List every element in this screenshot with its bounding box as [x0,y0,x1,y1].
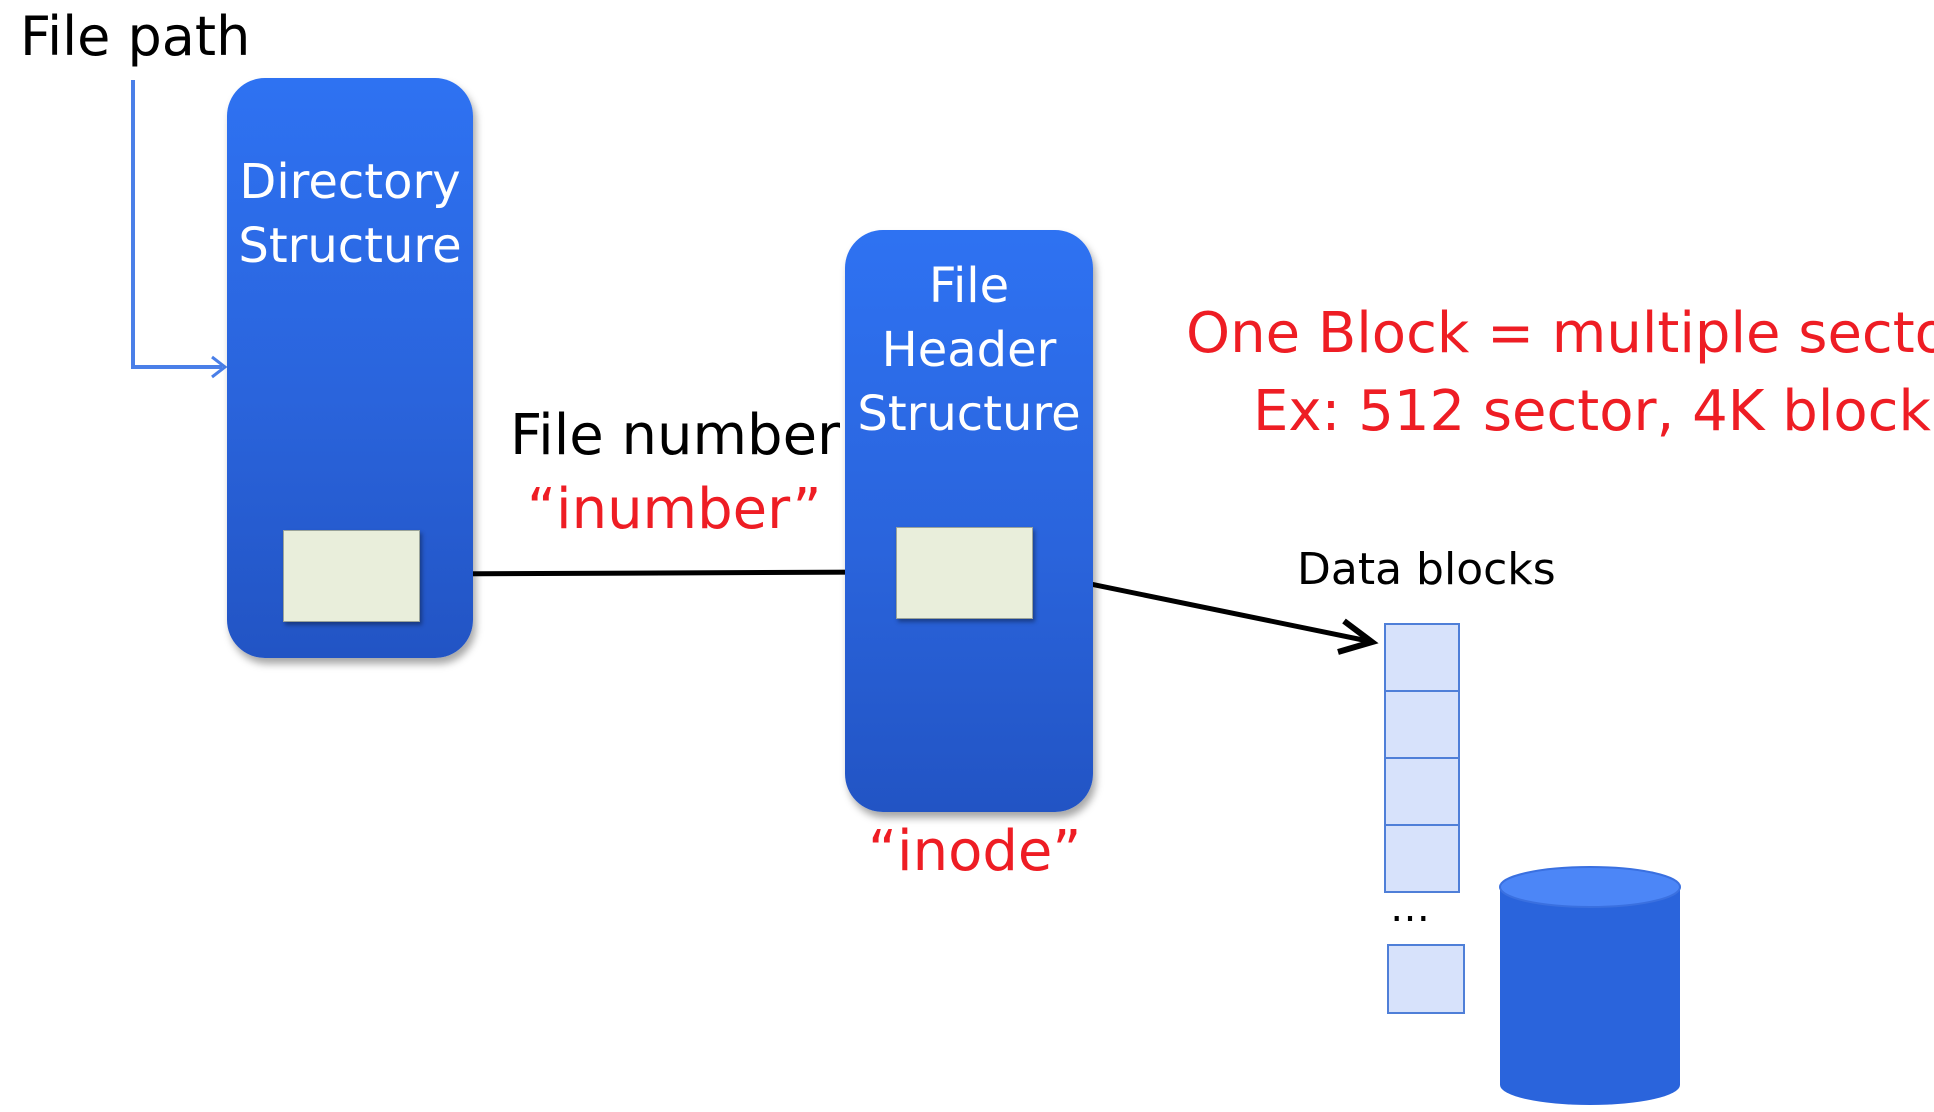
data-block [1384,690,1460,759]
file-number-label: File number [510,403,841,468]
file-header-title-line2: Header [881,322,1057,378]
data-blocks-ellipsis: … [1390,885,1430,931]
file-path-arrowhead [211,355,228,379]
directory-structure-title-line2: Structure [238,218,462,274]
inode-label: “inode” [868,819,1082,884]
file-header-title-line3: Structure [857,386,1081,442]
inumber-label: “inumber” [527,477,822,542]
disk-icon [1499,866,1681,1105]
data-blocks-label: Data blocks [1297,544,1556,595]
file-header-panel [845,230,1093,812]
file-header-entry-slot [896,527,1033,619]
directory-entry-slot [283,530,420,622]
data-block-arrowhead [1337,618,1379,655]
file-header-title-line1: File [928,258,1010,314]
data-block [1384,824,1460,893]
inumber-arrow-line [419,569,889,577]
data-block-last [1387,944,1465,1014]
data-block [1384,623,1460,692]
file-path-connector [131,80,222,369]
block-size-example: Ex: 512 sector, 4K block [1253,379,1931,444]
directory-structure-title-line1: Directory [239,154,461,210]
block-size-note: One Block = multiple sectors [1186,301,1934,366]
file-path-label: File path [20,5,251,68]
data-block [1384,757,1460,826]
